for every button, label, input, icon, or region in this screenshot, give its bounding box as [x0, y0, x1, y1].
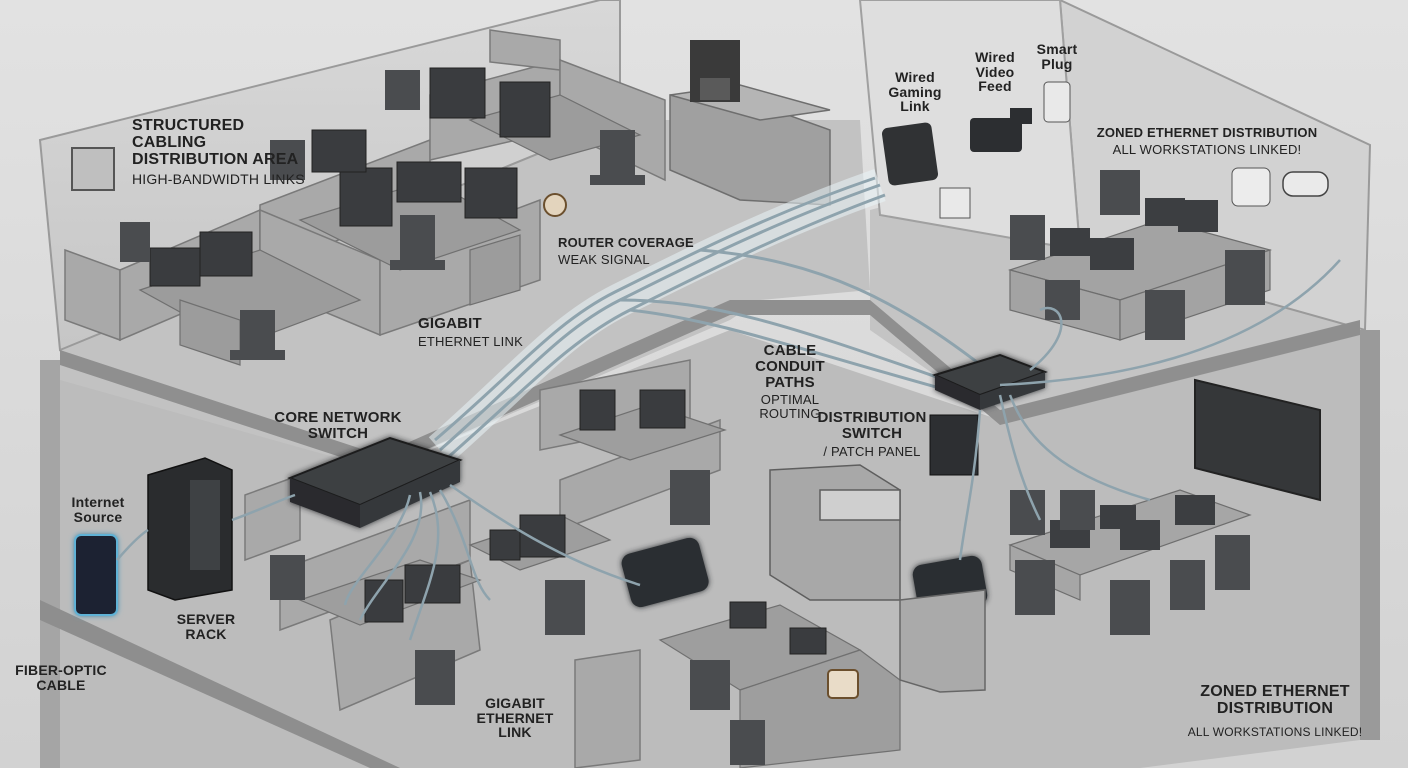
floor-edge-front	[40, 600, 400, 768]
fiber-optic-label: FIBER-OPTIC CABLE	[15, 662, 107, 693]
core-switch-icon	[287, 436, 463, 528]
coffee-maker-icon	[690, 40, 740, 102]
gigabit-top-label: GIGABIT ETHERNET LINK	[418, 316, 528, 348]
laptops-bottom-right	[1050, 495, 1215, 550]
video-camera-icon	[970, 108, 1032, 152]
wall-outlet	[939, 187, 971, 219]
chairs-top-left	[120, 70, 645, 360]
smart-plug-label: Smart Plug	[1036, 41, 1078, 72]
gigabit-top-text: GIGABIT	[418, 315, 482, 332]
slab-edge	[60, 300, 1360, 470]
chairs-bottom-right	[1010, 490, 1250, 635]
server-rack-label: SERVER RACK	[176, 611, 236, 642]
weak-signal-text: WEAK SIGNAL	[558, 251, 650, 267]
conduit-cables	[434, 176, 1001, 462]
wired-gaming-label: Wired Gaming Link	[888, 69, 942, 115]
modem-icon	[74, 534, 118, 616]
zoned-distribution-bottom: ZONED ETHERNET DISTRIBUTION ALL WORKSTAT…	[1160, 683, 1390, 739]
zoned-top-subtext: ALL WORKSTATIONS LINKED!	[1112, 141, 1302, 157]
ethernet-link-top-text: ETHERNET LINK	[418, 333, 523, 349]
core-switch-label: CORE NETWORK SWITCH	[274, 409, 402, 442]
distribution-switch-text: DISTRIBUTION SWITCH	[817, 409, 927, 442]
security-camera-icon	[1282, 171, 1329, 197]
laptops-top-right	[1050, 198, 1218, 270]
router-coverage-label: ROUTER COVERAGE WEAK SIGNAL	[558, 236, 698, 266]
cabinet	[899, 589, 986, 693]
cable-conduit-label: CABLE CONDUIT PATHS OPTIMAL ROUTING	[735, 343, 845, 421]
smart-plug-icon	[1043, 81, 1071, 123]
zoned-top-text: ZONED ETHERNET DISTRIBUTION	[1096, 125, 1318, 140]
wired-video-label: Wired Video Feed	[975, 49, 1015, 95]
server-rack-icon	[147, 457, 233, 601]
wall-right-bottom	[1360, 330, 1380, 740]
cubicles-bottom-mid	[244, 359, 721, 768]
thermostat-icon	[1231, 167, 1271, 207]
patch-panel-icon	[929, 414, 979, 476]
coffee-cup-icon	[543, 193, 567, 217]
structured-title-text: STRUCTURED CABLING DISTRIBUTION AREA	[132, 117, 299, 168]
zoned-distribution-top: ZONED ETHERNET DISTRIBUTION ALL WORKSTAT…	[1092, 126, 1322, 156]
structured-subtitle: HIGH-BANDWIDTH LINKS	[132, 171, 305, 188]
distribution-switch-icon	[932, 353, 1048, 410]
optimal-routing-text: OPTIMAL ROUTING	[759, 392, 821, 421]
tablet-icon	[881, 122, 939, 186]
internet-source-label: Internet Source	[71, 494, 125, 525]
zoned-bottom-subtext: ALL WORKSTATIONS LINKED!	[1187, 724, 1363, 739]
structured-cabling-title: STRUCTURED CABLING DISTRIBUTION AREA HIG…	[132, 117, 322, 188]
cable-conduit-text: CABLE CONDUIT PATHS	[755, 342, 825, 391]
printer-icon	[769, 464, 901, 601]
wall-left-bottom	[40, 360, 60, 768]
distribution-switch-label: DISTRIBUTION SWITCH / PATCH PANEL	[812, 410, 932, 458]
core-switch-cables	[116, 259, 1341, 641]
coffee-mug-icon	[827, 669, 859, 699]
ethernet-port-icon	[71, 147, 115, 191]
monitors-top-left	[149, 67, 551, 287]
zoned-bottom-text: ZONED ETHERNET DISTRIBUTION	[1200, 683, 1350, 717]
router-coverage-text: ROUTER COVERAGE	[558, 235, 694, 250]
wall-tv-icon	[1194, 378, 1321, 502]
kitchen-counter	[669, 84, 831, 206]
patch-panel-text: / PATCH PANEL	[823, 443, 921, 459]
chairs-bottom-mid	[270, 470, 765, 765]
gigabit-bottom-label: GIGABIT ETHERNET LINK	[476, 695, 554, 741]
